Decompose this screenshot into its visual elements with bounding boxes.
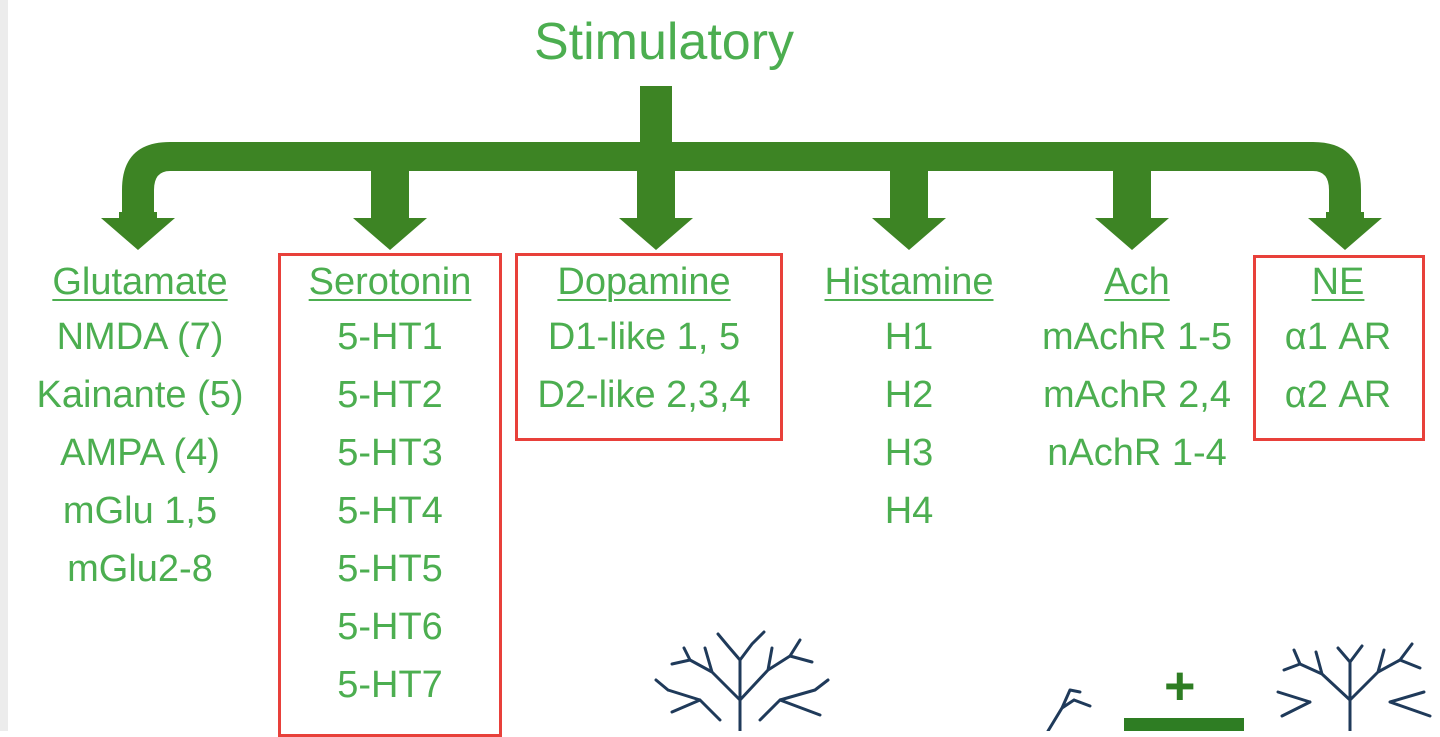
receptor-item: D2-like 2,3,4 [537, 374, 751, 416]
receptor-item: D1-like 1, 5 [547, 316, 741, 358]
branch-arrow-histamine [872, 166, 946, 250]
receptor-item: 5-HT7 [337, 664, 443, 706]
neuron-left-icon [654, 630, 1092, 731]
receptor-item: 5-HT1 [337, 316, 443, 358]
receptor-item: 5-HT6 [337, 606, 443, 648]
receptor-item: mGlu 1,5 [62, 490, 218, 532]
column-ne: NE α1 AR α2 AR [1285, 256, 1391, 424]
receptor-item: nAchR 1-4 [1047, 432, 1227, 474]
plus-sign: + [1164, 656, 1196, 716]
receptor-item: mGlu2-8 [67, 548, 213, 590]
left-edge-rule [0, 0, 8, 731]
column-header: Ach [1104, 261, 1170, 303]
arrow-shaft [1124, 718, 1244, 731]
column-header: Dopamine [557, 261, 731, 303]
column-glutamate: Glutamate NMDA (7) Kainante (5) AMPA (4)… [36, 256, 243, 598]
column-header: Serotonin [308, 261, 472, 303]
column-header: NE [1311, 261, 1365, 303]
highlight-box-ne [1253, 255, 1425, 441]
receptor-item: mAchR 1-5 [1041, 316, 1233, 358]
receptor-item: AMPA (4) [60, 432, 220, 474]
receptor-item: H1 [884, 316, 934, 358]
receptor-item: H4 [884, 490, 934, 532]
branch-arrow-serotonin [353, 166, 427, 250]
column-dopamine: Dopamine D1-like 1, 5 D2-like 2,3,4 [537, 256, 750, 424]
highlight-box-dopamine [515, 253, 783, 441]
branch-arrow-ne [1308, 212, 1382, 250]
branch-arrow-dopamine [619, 166, 693, 250]
receptor-item: 5-HT2 [337, 374, 443, 416]
receptor-item: 5-HT3 [337, 432, 443, 474]
receptor-item: 5-HT4 [337, 490, 443, 532]
receptor-item: NMDA (7) [56, 316, 224, 358]
column-header: Histamine [824, 261, 994, 303]
neuron-right-icon [1276, 642, 1432, 731]
crossbar [122, 142, 1361, 212]
receptor-item: α2 AR [1284, 374, 1392, 416]
branch-arrow-ach [1095, 166, 1169, 250]
column-ach: Ach mAchR 1-5 mAchR 2,4 nAchR 1-4 [1042, 256, 1232, 482]
receptor-item: α1 AR [1284, 316, 1392, 358]
branch-arrow-glutamate [101, 212, 175, 250]
receptor-item: 5-HT5 [337, 548, 443, 590]
diagram-title: Stimulatory [533, 13, 795, 71]
receptor-item: H2 [884, 374, 934, 416]
receptor-item: H3 [884, 432, 934, 474]
column-header: Glutamate [52, 261, 228, 303]
receptor-item: mAchR 2,4 [1043, 374, 1231, 416]
receptor-item: Kainante (5) [36, 374, 244, 416]
column-serotonin: Serotonin 5-HT1 5-HT2 5-HT3 5-HT4 5-HT5 … [309, 256, 472, 714]
column-histamine: Histamine H1 H2 H3 H4 [825, 256, 994, 540]
